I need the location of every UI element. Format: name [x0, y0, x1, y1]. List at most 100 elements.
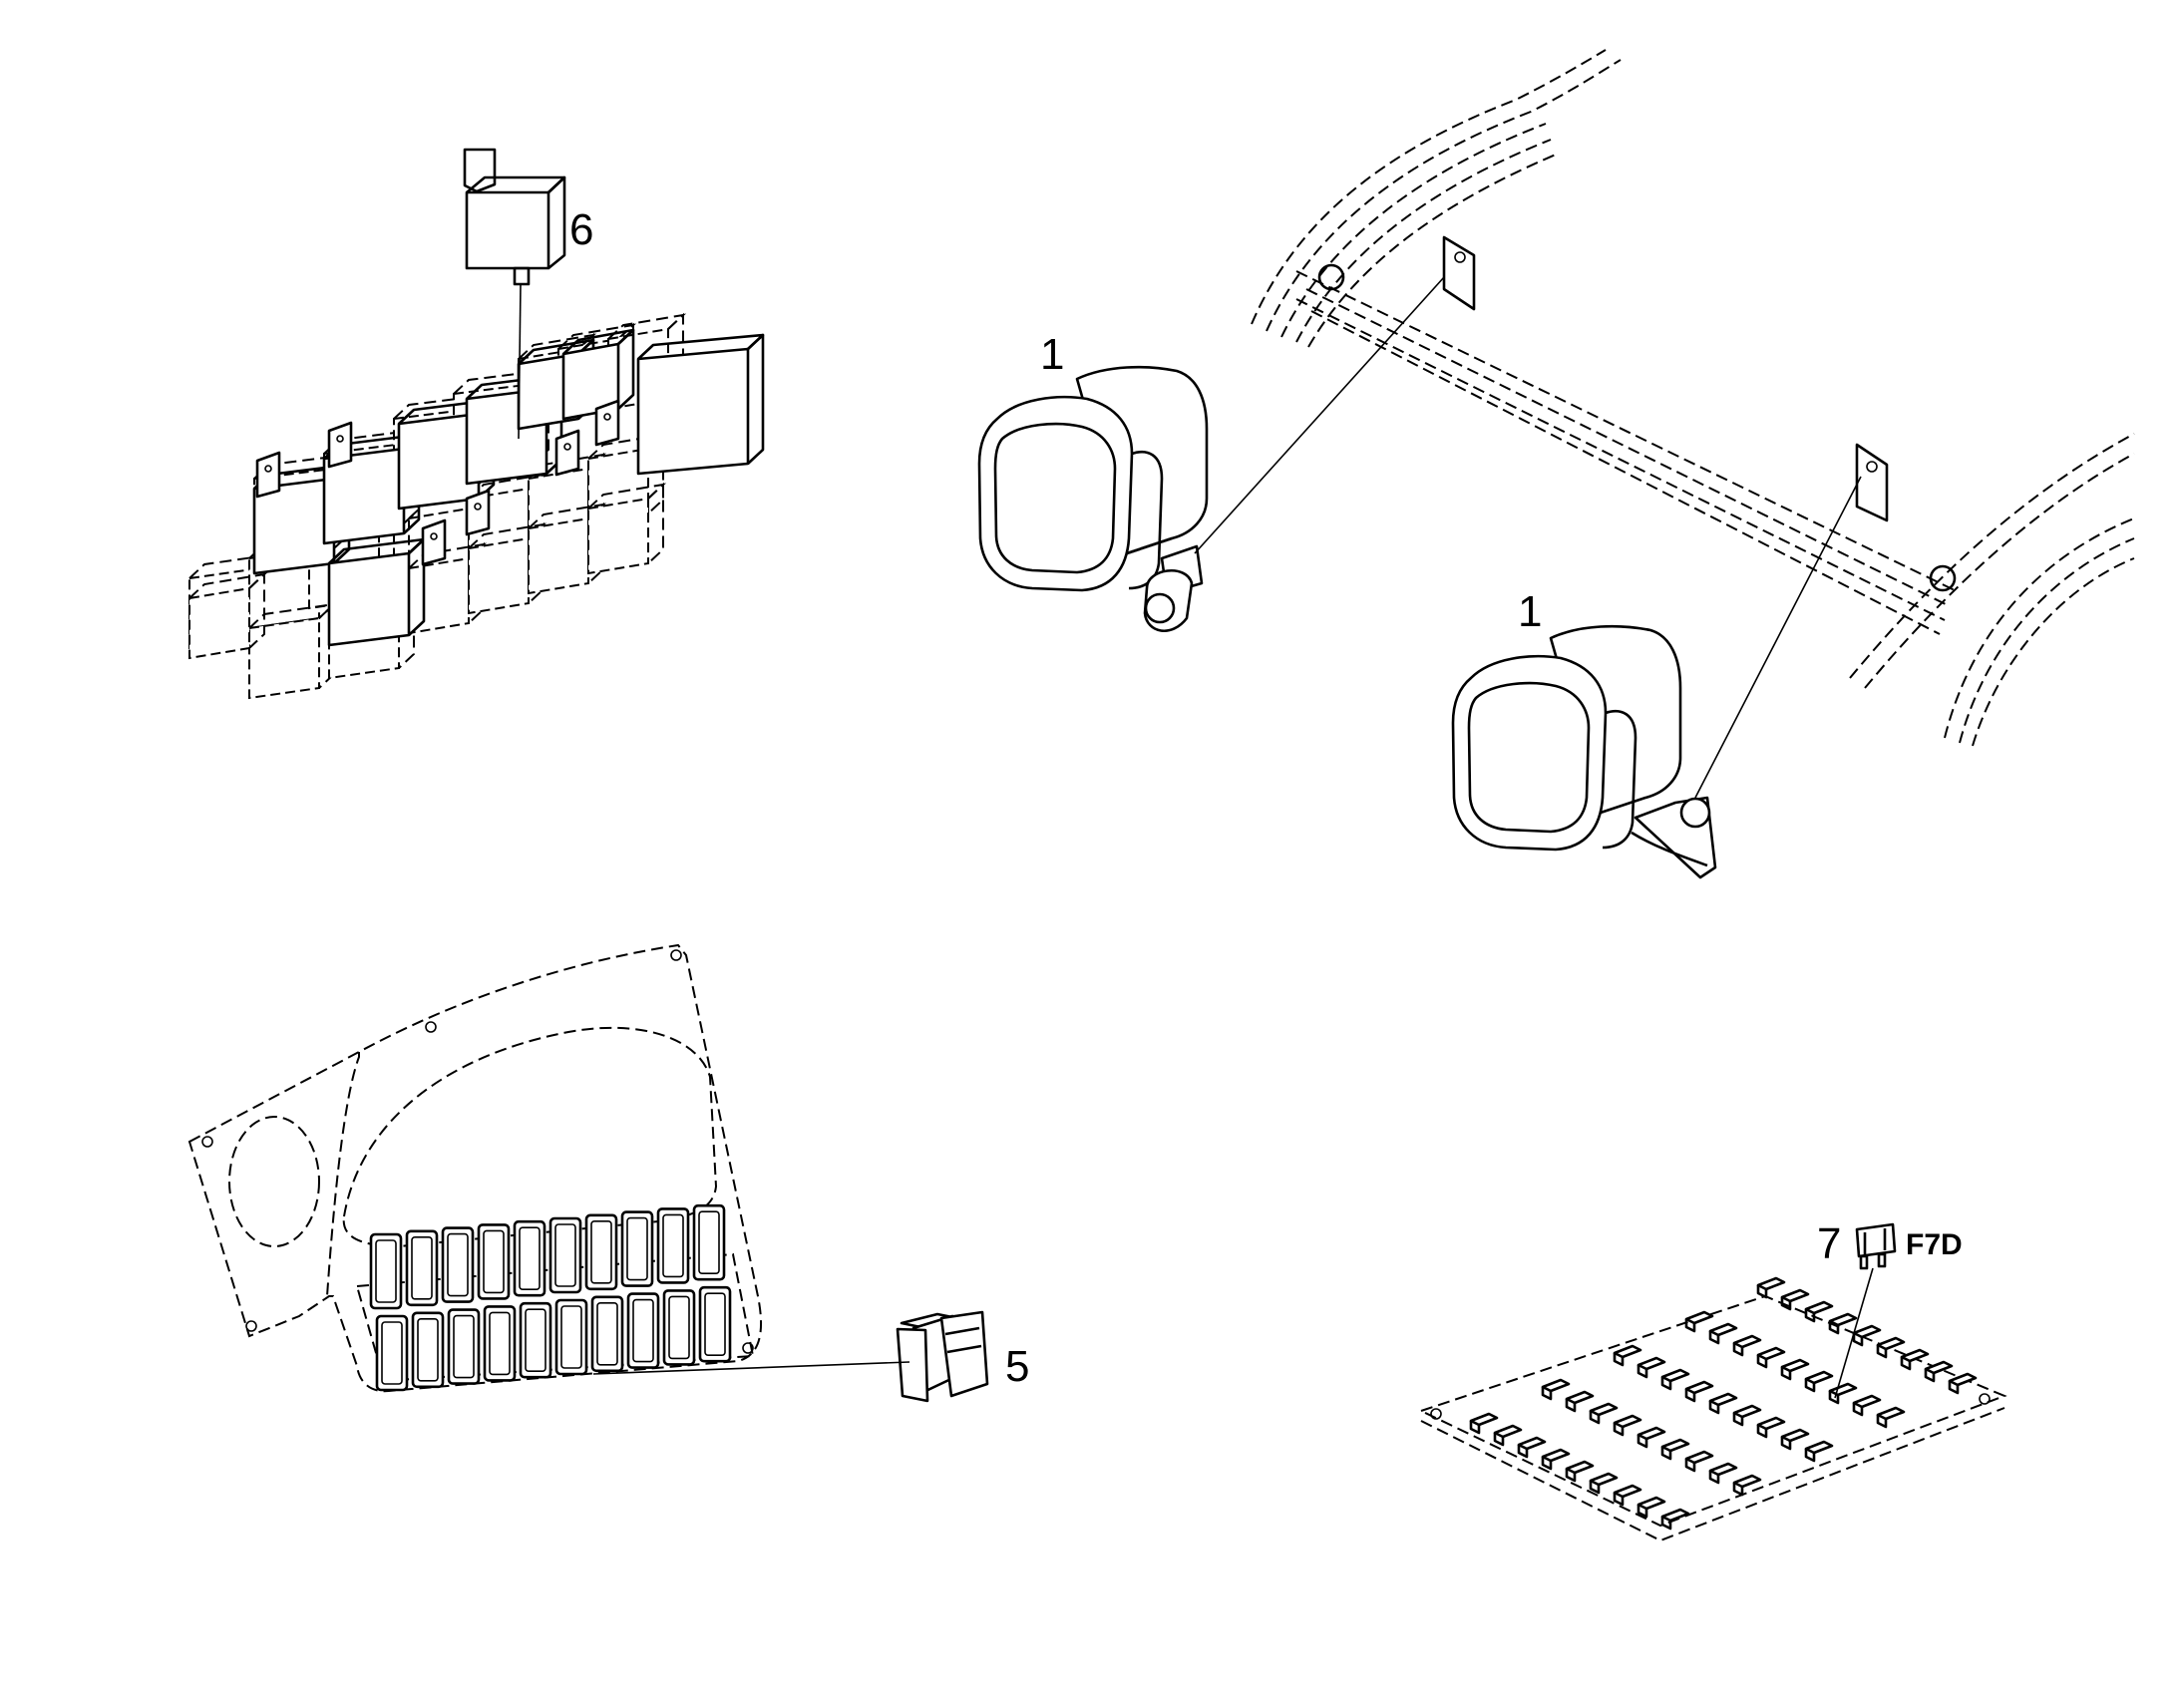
fuse-holder-side — [1756, 1285, 1768, 1299]
fuse-holder-side — [1708, 1331, 1720, 1345]
fuse-holder-side — [1780, 1437, 1792, 1451]
fuse-holder — [1732, 1404, 1762, 1419]
work-light-right-leader — [1694, 476, 1862, 799]
dash-rocker-switch-face — [453, 1314, 475, 1379]
dash-rocker-switch — [477, 1223, 511, 1300]
relay-part — [463, 148, 566, 286]
fuse-holder-side — [1636, 1505, 1648, 1519]
dash-rocker-switch-face — [417, 1318, 439, 1382]
work-light-left — [977, 365, 1209, 633]
dash-rocker-switch — [620, 1210, 654, 1287]
fuse-holder-side — [1924, 1369, 1936, 1383]
fuse-holder — [1541, 1378, 1571, 1393]
dash-rocker-switch — [698, 1285, 732, 1363]
dash-rocker-switch-face — [381, 1321, 403, 1385]
work-light-left-leader — [1194, 276, 1445, 554]
dash-rocker-switch — [584, 1213, 618, 1291]
fuse-holder-side — [1613, 1423, 1625, 1437]
fuse-holder-side — [1660, 1517, 1672, 1531]
dash-rocker-switch-face — [668, 1295, 690, 1360]
fuse-holder — [1589, 1472, 1619, 1487]
dash-rocker-switch-face — [489, 1311, 511, 1376]
relay-tab-hole — [603, 413, 611, 421]
fuse-holder-side — [1900, 1357, 1912, 1371]
relay-socket — [528, 516, 589, 595]
fuse-holder — [1732, 1334, 1762, 1349]
fuse-holder — [1708, 1462, 1738, 1477]
fuse-holder — [1493, 1424, 1523, 1439]
fuse-holder-side — [1684, 1459, 1696, 1473]
callout-relay: 6 — [569, 205, 593, 254]
relay-side — [747, 333, 765, 465]
fuse-holder-side — [1613, 1353, 1625, 1367]
relay-mounting-tab — [554, 429, 580, 477]
dash-rocker-switch-face — [632, 1298, 654, 1363]
fuse-holder — [1589, 1402, 1619, 1417]
fuse-holder-side — [1828, 1391, 1840, 1405]
fuse-holder-side — [1684, 1389, 1696, 1403]
fuse-holder-side — [1660, 1377, 1672, 1391]
callout-work-light-left: 1 — [1040, 330, 1064, 379]
fuse-holder-side — [1708, 1471, 1720, 1485]
fuse-holder — [1828, 1382, 1858, 1397]
dash-rocker-switch — [548, 1216, 582, 1294]
fuse-holder — [1636, 1426, 1666, 1441]
rocker-switch-leader — [592, 1361, 910, 1375]
fuse-holder-side — [1756, 1425, 1768, 1439]
fuse-holder — [1469, 1412, 1499, 1427]
rocker-switch-part — [896, 1310, 989, 1403]
work-light-right — [1451, 624, 1717, 879]
fuse-holder — [1804, 1440, 1834, 1455]
dash-rocker-switch-face — [626, 1216, 648, 1281]
callout-rocker-switch: 5 — [1005, 1342, 1029, 1391]
fuse-holder-side — [1565, 1469, 1577, 1483]
dash-panel-outline — [187, 943, 762, 1393]
fuse-holder — [1804, 1370, 1834, 1385]
dash-rocker-switch-face — [698, 1210, 720, 1274]
fuse-holder — [1517, 1436, 1547, 1451]
relay-mounting-tab — [465, 489, 491, 536]
fuse-holder-side — [1852, 1333, 1864, 1347]
relay — [636, 347, 750, 476]
dash-rocker-switch — [447, 1308, 481, 1385]
fuse-holder-side — [1636, 1365, 1648, 1379]
fuse-holder — [1780, 1288, 1810, 1303]
relay-socket — [587, 497, 649, 575]
relay-mounting-tab — [594, 399, 620, 447]
fuse-holder — [1924, 1360, 1954, 1375]
relay-tab-hole — [474, 503, 482, 511]
dash-rocker-switch-face — [560, 1305, 582, 1369]
dash-rocker-switch-face — [375, 1239, 397, 1303]
fuse-holder — [1684, 1310, 1714, 1325]
relay-mounting-tab — [421, 518, 447, 566]
fuse-holder-side — [1804, 1309, 1816, 1323]
fuse-holder-side — [1660, 1447, 1672, 1461]
fuse-holder — [1613, 1484, 1642, 1499]
dash-rocker-switch — [405, 1229, 439, 1307]
dash-rocker-switch — [375, 1314, 409, 1392]
fuse-holder-side — [1589, 1481, 1601, 1495]
dash-rocker-switch — [692, 1203, 726, 1281]
callout-fuse-code: F7D — [1906, 1228, 1963, 1261]
dash-rocker-switch-face — [590, 1220, 612, 1284]
relay-socket — [468, 536, 530, 615]
fuse-holder-side — [1780, 1297, 1792, 1311]
relay-side — [408, 537, 426, 636]
fuse-holder — [1565, 1390, 1595, 1405]
dash-rocker-switch — [519, 1301, 552, 1379]
fuse-holder-side — [1876, 1345, 1888, 1359]
fuse-holder — [1852, 1324, 1882, 1339]
fuse-holder — [1804, 1300, 1834, 1315]
dash-rocker-switch-face — [483, 1229, 505, 1294]
dash-rocker-switch — [662, 1289, 696, 1366]
relay-socket-side — [248, 571, 265, 649]
fuse-holder-side — [1828, 1321, 1840, 1335]
relay-leader-line — [518, 283, 522, 440]
dash-rocker-switch — [483, 1305, 517, 1382]
relay-socket-side — [647, 482, 664, 564]
dash-rocker-switch-face — [704, 1292, 726, 1356]
fuse-holder — [1660, 1438, 1690, 1453]
relay-block-assembly — [188, 312, 765, 700]
fuse-holder — [1828, 1312, 1858, 1327]
